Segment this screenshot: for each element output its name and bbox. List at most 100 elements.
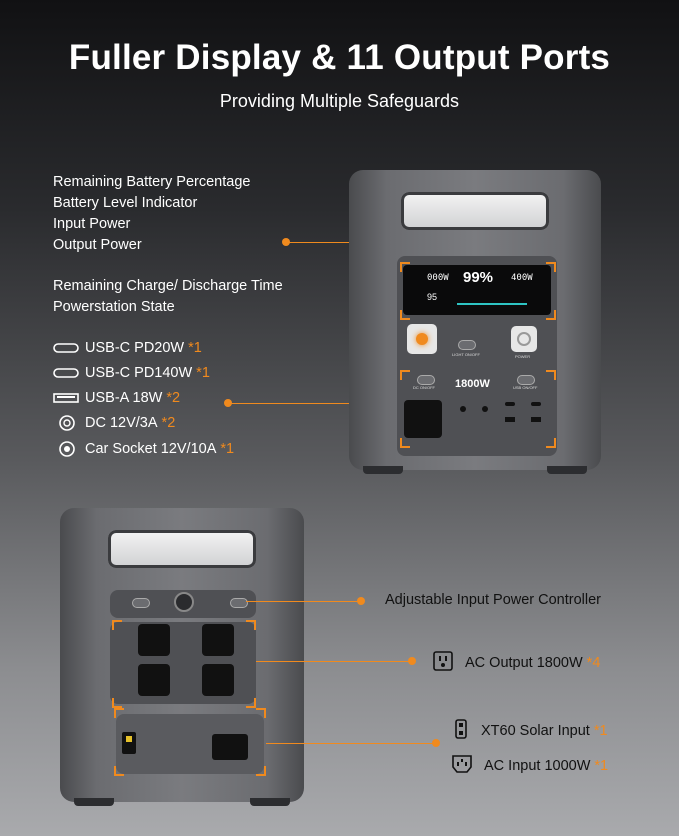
feature-item: Remaining Charge/ Discharge Time <box>53 278 283 294</box>
leader-line-ports <box>228 403 401 404</box>
bracket-corner <box>256 766 266 776</box>
ac-input-port <box>212 734 248 760</box>
display-features-list: Remaining Battery Percentage Battery Lev… <box>53 172 250 256</box>
leader-line-input <box>266 743 436 744</box>
port-note: *2 <box>161 415 176 431</box>
ac-outlet <box>202 664 234 696</box>
usb-a-port <box>505 417 515 422</box>
feature-item: Input Power <box>53 216 131 232</box>
port-label: USB-C PD20W <box>85 340 185 356</box>
ac-outlet-panel <box>110 622 256 704</box>
bracket-corner <box>256 708 266 718</box>
power-label: POWER <box>515 354 531 359</box>
bracket-corner <box>546 370 556 380</box>
bracket-corner <box>546 262 556 272</box>
leader-dot-controller <box>357 597 365 605</box>
port-label: Car Socket 12V/10A <box>85 441 217 457</box>
light-label: LIGHT ON/OFF <box>452 352 480 357</box>
usb-c-icon <box>53 343 85 353</box>
ac-outlet-icon <box>433 651 453 675</box>
bracket-corner <box>246 698 256 708</box>
bracket-corner <box>400 262 410 272</box>
ac-output-switch[interactable] <box>132 598 150 608</box>
leader-dot-ports <box>224 399 232 407</box>
usb-c-port <box>505 402 515 406</box>
bracket-corner <box>400 310 410 320</box>
power-station-rear <box>60 508 304 806</box>
bracket-corner <box>112 698 122 708</box>
feature-item: Remaining Battery Percentage <box>53 174 251 190</box>
device-foot <box>250 798 290 806</box>
port-row-usbc-140: USB-C PD140W*1 <box>53 362 210 384</box>
callout-note: *1 <box>593 723 608 739</box>
bracket-corner <box>114 766 124 776</box>
device-foot <box>363 466 403 474</box>
page-title: Fuller Display & 11 Output Ports <box>68 38 611 77</box>
battery-bar <box>457 303 527 305</box>
port-note: *1 <box>196 365 210 381</box>
page-subtitle: Providing Multiple Safeguards <box>219 91 460 111</box>
port-label: USB-A 18W <box>85 390 163 406</box>
port-note: *2 <box>166 390 181 406</box>
callout-ac-input: AC Input 1000W*1 <box>450 754 608 778</box>
usb-a-icon <box>53 393 85 403</box>
bracket-corner <box>400 438 410 448</box>
dc-onoff-button[interactable] <box>417 375 435 385</box>
leader-line-ac-output <box>256 661 412 662</box>
callout-xt60: XT60 Solar Input*1 <box>455 719 608 743</box>
power-button[interactable] <box>511 326 537 352</box>
xt60-port <box>122 732 136 754</box>
capacity-label: 1800W <box>455 378 490 390</box>
callout-label: XT60 Solar Input <box>481 723 590 739</box>
bracket-corner <box>114 708 124 718</box>
feature-item: Battery Level Indicator <box>53 195 198 211</box>
port-row-dc: DC 12V/3A*2 <box>53 412 175 434</box>
port-note: *1 <box>220 441 235 457</box>
port-row-car-socket: Car Socket 12V/10A*1 <box>53 438 234 460</box>
input-power-switch[interactable] <box>230 598 248 608</box>
device-handle <box>401 192 549 230</box>
feature-item: Powerstation State <box>53 299 175 315</box>
dc-label: DC ON/OFF <box>413 385 435 390</box>
device-foot <box>547 466 587 474</box>
port-row-usbc-20: USB-C PD20W*1 <box>53 337 202 359</box>
callout-label: AC Input 1000W <box>484 758 591 774</box>
callout-input-controller: Adjustable Input Power Controller <box>385 592 601 608</box>
bracket-corner <box>112 620 122 630</box>
leader-dot-ac-output <box>408 657 416 665</box>
bracket-corner <box>546 438 556 448</box>
power-icon <box>517 332 531 346</box>
device-handle <box>108 530 256 568</box>
bracket-corner <box>546 310 556 320</box>
lcd-screen: 000W 99% 400W 95 <box>403 265 551 315</box>
screen-percent: 99% <box>463 269 494 286</box>
light-button[interactable] <box>407 324 437 354</box>
dc-port-icon <box>53 415 85 431</box>
callout-label: Adjustable Input Power Controller <box>385 592 602 608</box>
usb-label: USB ON/OFF <box>513 385 538 390</box>
usb-a-port <box>531 417 541 422</box>
power-station-front: 000W 99% 400W 95 LIGHT ON/OFF POWER DC O… <box>349 170 601 474</box>
callout-note: *4 <box>586 655 601 671</box>
screen-time: 95 <box>427 292 438 302</box>
callout-note: *1 <box>594 758 609 774</box>
port-label: DC 12V/3A <box>85 415 158 431</box>
leader-line-controller <box>246 601 361 602</box>
car-socket-icon <box>53 441 85 457</box>
callout-label: AC Output 1800W <box>465 655 583 671</box>
port-row-usba: USB-A 18W*2 <box>53 387 180 409</box>
usb-onoff-button[interactable] <box>517 375 535 385</box>
leader-dot-input <box>432 739 440 747</box>
light-onoff-button[interactable] <box>458 340 476 350</box>
car-socket-port <box>404 400 442 438</box>
xt60-icon <box>455 719 467 743</box>
bracket-corner <box>246 620 256 630</box>
feature-item: Output Power <box>53 237 142 253</box>
screen-output: 400W <box>511 273 533 283</box>
bracket-corner <box>400 370 410 380</box>
overload-protector[interactable] <box>174 592 194 612</box>
ac-input-icon <box>450 754 474 778</box>
dc-port <box>460 406 466 412</box>
display-features-list-2: Remaining Charge/ Discharge Time Powerst… <box>53 276 283 318</box>
leader-dot-display <box>282 238 290 246</box>
